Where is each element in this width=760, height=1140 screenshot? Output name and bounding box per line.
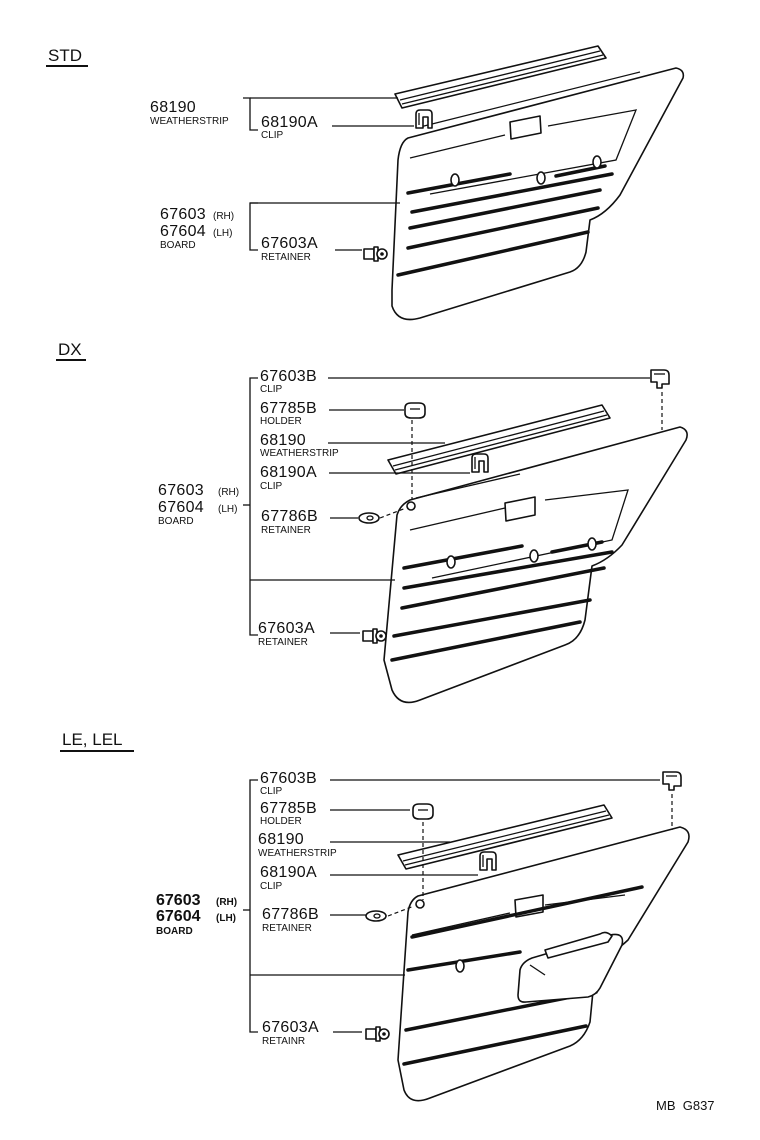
clip-name-std: CLIP: [261, 130, 284, 141]
retainer-b-name-le: RETAINER: [262, 923, 312, 934]
door-board-le: [397, 826, 690, 1102]
board-name-dx: BOARD: [158, 516, 194, 527]
clip-part-le: [479, 851, 497, 871]
retainer-name-le: RETAINR: [262, 1036, 305, 1047]
retainer-number-dx: 67603A: [258, 620, 315, 637]
weatherstrip-part-dx: [387, 404, 611, 475]
board-number-lh-std: 67604: [160, 223, 206, 240]
retainer-b-part-dx: [358, 512, 380, 524]
clip-b-part-le: [662, 771, 682, 791]
clip-number-dx: 68190A: [260, 464, 317, 481]
clip-part-dx: [471, 453, 489, 473]
board-lh-le: (LH): [216, 913, 236, 924]
reference-code: MB G837: [656, 1098, 715, 1113]
clip-b-part-dx: [650, 369, 670, 389]
retainer-b-number-le: 67786B: [262, 906, 319, 923]
retainer-b-part-le: [365, 910, 387, 922]
section-std: STD: [46, 45, 685, 321]
retainer-part-le: [365, 1026, 390, 1042]
holder-name-le: HOLDER: [260, 816, 302, 827]
board-name-std: BOARD: [160, 240, 196, 251]
board-name-le: BOARD: [156, 926, 193, 937]
clip-number-std: 68190A: [261, 114, 318, 131]
weatherstrip-part-std: [394, 45, 607, 109]
section-title-le: LE, LEL: [62, 730, 123, 749]
clip-name-le: CLIP: [260, 881, 283, 892]
section-title-std: STD: [48, 46, 82, 65]
section-le: LE, LEL: [60, 730, 690, 1102]
clip-b-number-dx: 67603B: [260, 368, 317, 385]
weatherstrip-number-std: 68190: [150, 99, 196, 116]
retainer-number-le: 67603A: [262, 1019, 319, 1036]
weatherstrip-number-dx: 68190: [260, 432, 306, 449]
board-lh-std: (LH): [213, 228, 232, 239]
board-lh-dx: (LH): [218, 504, 237, 515]
retainer-b-number-dx: 67786B: [261, 508, 318, 525]
clip-b-name-dx: CLIP: [260, 384, 283, 395]
weatherstrip-name-std: WEATHERSTRIP: [150, 116, 229, 127]
weatherstrip-name-dx: WEATHERSTRIP: [260, 448, 339, 459]
board-number-rh-dx: 67603: [158, 482, 204, 499]
board-rh-le: (RH): [216, 897, 237, 908]
retainer-part-std: [363, 246, 388, 262]
board-number-lh-dx: 67604: [158, 499, 204, 516]
board-rh-std: (RH): [213, 211, 234, 222]
board-rh-dx: (RH): [218, 487, 239, 498]
retainer-name-std: RETAINER: [261, 252, 311, 263]
retainer-part-dx: [362, 628, 387, 644]
weatherstrip-part-le: [397, 804, 613, 870]
holder-number-le: 67785B: [260, 800, 317, 817]
retainer-b-name-dx: RETAINER: [261, 525, 311, 536]
holder-name-dx: HOLDER: [260, 416, 302, 427]
clip-b-number-le: 67603B: [260, 770, 317, 787]
retainer-number-std: 67603A: [261, 235, 318, 252]
weatherstrip-name-le: WEATHERSTRIP: [258, 848, 337, 859]
board-number-rh-le: 67603: [156, 892, 201, 909]
clip-number-le: 68190A: [260, 864, 317, 881]
weatherstrip-number-le: 68190: [258, 831, 304, 848]
door-board-std: [391, 67, 685, 321]
clip-part-std: [415, 109, 433, 129]
clip-b-name-le: CLIP: [260, 786, 283, 797]
holder-number-dx: 67785B: [260, 400, 317, 417]
section-dx: DX: [56, 340, 688, 704]
holder-part-dx: [404, 402, 426, 419]
board-number-rh-std: 67603: [160, 206, 206, 223]
door-board-dx: [383, 426, 688, 704]
holder-part-le: [412, 803, 434, 820]
retainer-name-dx: RETAINER: [258, 637, 308, 648]
clip-name-dx: CLIP: [260, 481, 283, 492]
board-number-lh-le: 67604: [156, 908, 201, 925]
section-title-dx: DX: [58, 340, 82, 359]
